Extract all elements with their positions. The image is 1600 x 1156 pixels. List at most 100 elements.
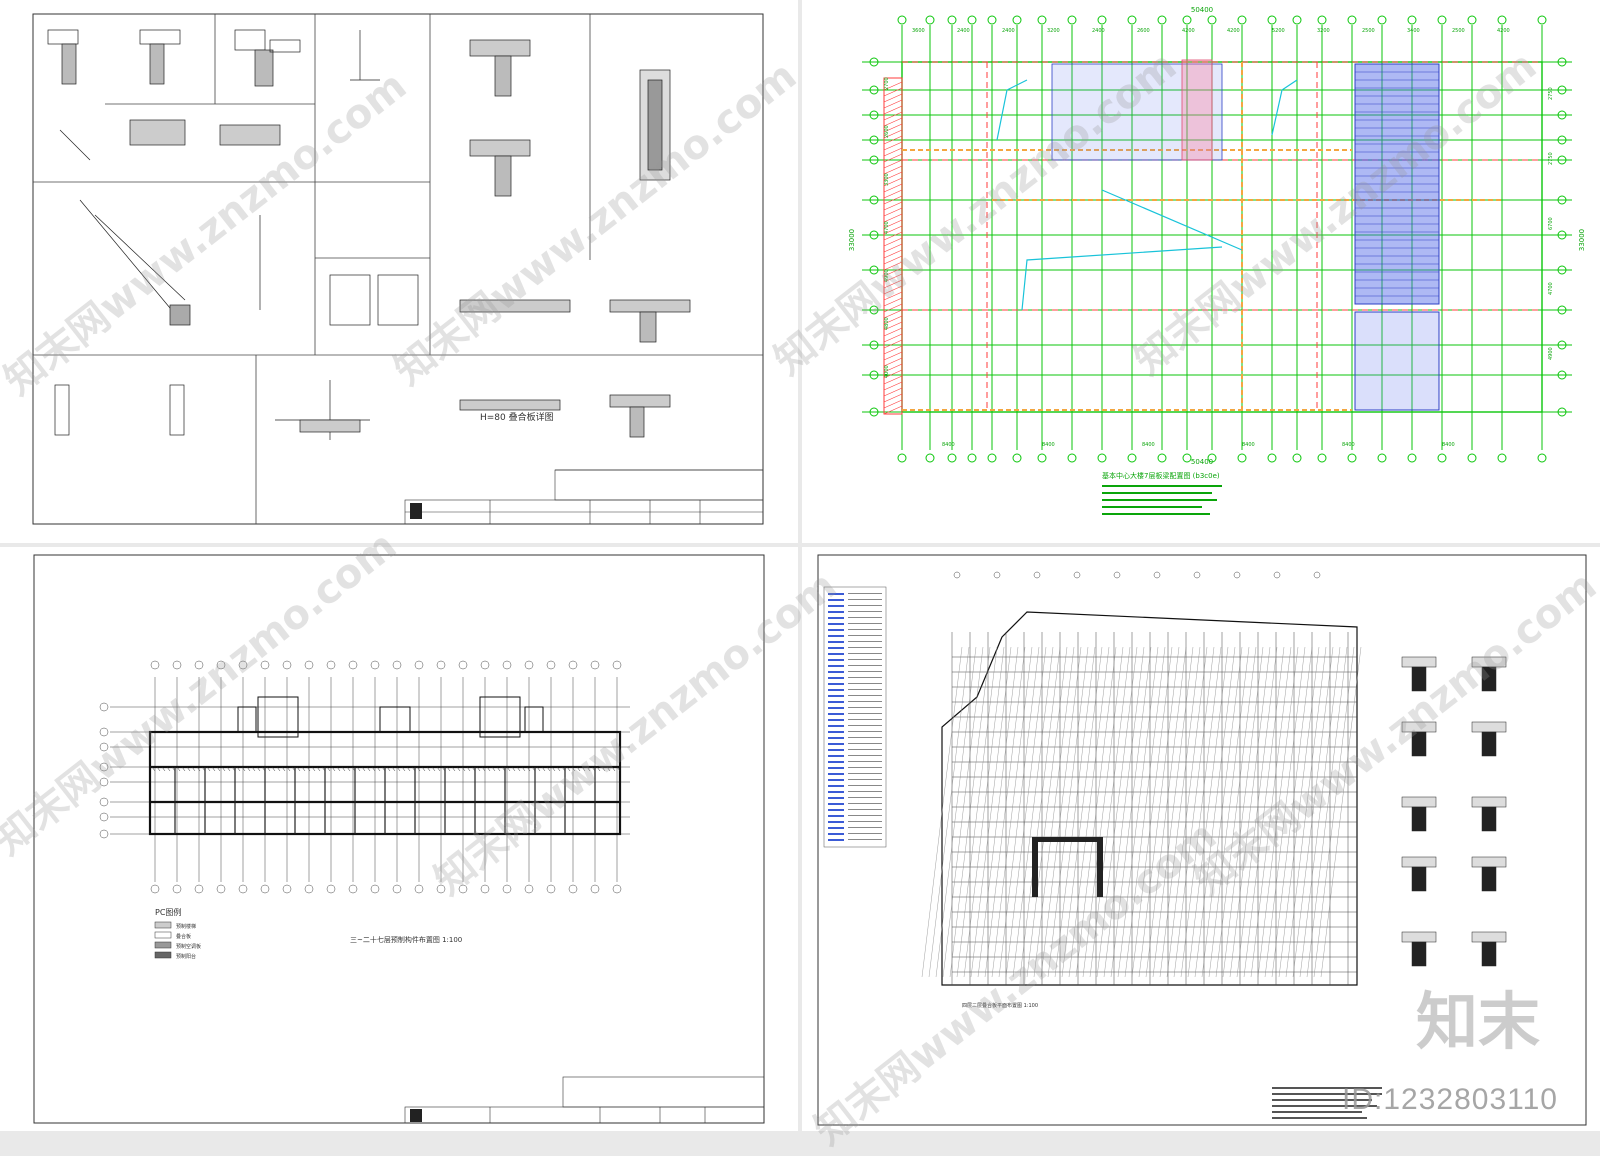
- watermark-logo: 知末: [1415, 985, 1540, 1058]
- axis-bubble: [967, 453, 977, 463]
- hatch-line: [1047, 646, 1089, 978]
- hatch-line: [956, 646, 998, 978]
- hatch-line: [883, 249, 903, 259]
- axis-bubble: [260, 884, 270, 894]
- precast-slab-zone: [1051, 59, 1440, 411]
- axis-bubble: [1557, 370, 1567, 380]
- slab-hatch: [366, 766, 371, 772]
- axis-bubble: [869, 340, 879, 350]
- axis-bubble: [869, 230, 879, 240]
- hatch-line: [883, 243, 903, 253]
- schedule-row: [848, 743, 882, 744]
- dim-label: 2400: [1092, 28, 1105, 34]
- hatch-line: [883, 303, 903, 313]
- schedule-row: [848, 605, 882, 606]
- slab-hatch: [451, 766, 456, 772]
- slab-hatch: [321, 766, 326, 772]
- axis-bubble: [1273, 571, 1281, 579]
- axis-bubble: [869, 407, 879, 417]
- schedule-row: [848, 611, 882, 612]
- slab-layout-panel: 四层二层叠合板平面布置图 1:100: [802, 547, 1600, 1131]
- slab-hatch: [241, 766, 246, 772]
- slab-hatch: [336, 766, 341, 772]
- slab-hatch: [461, 766, 466, 772]
- schedule-row: [848, 803, 882, 804]
- hatch-line: [883, 261, 903, 271]
- axis-bubble: [1207, 15, 1217, 25]
- hatch-line: [1278, 646, 1320, 978]
- hatch-line: [883, 135, 903, 145]
- dim-label: 8400: [1442, 442, 1455, 448]
- hatch-line: [1145, 646, 1187, 978]
- slab-hatch: [311, 766, 316, 772]
- axis-bubble: [1317, 453, 1327, 463]
- hatch-line: [991, 646, 1033, 978]
- axis-bubble: [590, 884, 600, 894]
- dim-label: 2500: [1452, 28, 1465, 34]
- axis-bubble: [947, 15, 957, 25]
- hatch-line: [1082, 646, 1124, 978]
- schedule-row: [828, 689, 844, 691]
- axis-bubble: [1033, 571, 1041, 579]
- plan-title: 四层二层叠合板平面布置图 1:100: [962, 1002, 1038, 1009]
- slab-hatch: [266, 766, 271, 772]
- axis-bubble: [414, 660, 424, 670]
- hatch-line: [883, 183, 903, 193]
- axis-bubble: [1292, 15, 1302, 25]
- axis-bubble: [1557, 305, 1567, 315]
- residential-plan-panel: PC图例 预制楼梯 叠合板 预制空调板 预制阳台 三~二十七层预制构件布置图 1…: [0, 547, 798, 1131]
- schedule-row: [848, 641, 882, 642]
- schedule-row: [848, 653, 882, 654]
- slab-hatch: [586, 766, 591, 772]
- dim-label: 4900: [884, 269, 890, 282]
- axis-bubble: [502, 660, 512, 670]
- slab-hatch: [466, 766, 471, 772]
- slab-hatch: [591, 766, 596, 772]
- dim-label: 3200: [1047, 28, 1060, 34]
- schedule-row: [828, 797, 844, 799]
- schedule-row: [848, 659, 882, 660]
- axis-bubble: [1497, 453, 1507, 463]
- hatch-line: [883, 213, 903, 223]
- axis-bubble: [1407, 453, 1417, 463]
- hatch-line: [883, 315, 903, 325]
- axis-bubble: [194, 660, 204, 670]
- schedule-row: [828, 755, 844, 757]
- schedule-row: [848, 719, 882, 720]
- axis-bubble: [1127, 453, 1137, 463]
- dim-label: 2700: [884, 77, 890, 90]
- hatch-line: [1173, 646, 1215, 978]
- axis-bubble: [1467, 15, 1477, 25]
- floor-outline: [941, 611, 1358, 986]
- hatch-line: [883, 87, 903, 97]
- slab-hatch: [301, 766, 306, 772]
- slab-hatch: [516, 766, 521, 772]
- slab-hatch: [506, 766, 511, 772]
- slab-hatch: [176, 766, 181, 772]
- hatch-line: [1229, 646, 1271, 978]
- overall-dim-top: 50400: [1191, 6, 1213, 14]
- hatched-wall-strip: [883, 77, 903, 415]
- hatch-line: [883, 237, 903, 247]
- schedule-row: [848, 839, 882, 840]
- axis-bubble: [150, 884, 160, 894]
- slab-hatch: [341, 766, 346, 772]
- slab-hatch: [481, 766, 486, 772]
- dim-label: 8400: [1242, 442, 1255, 448]
- axis-bubble: [238, 884, 248, 894]
- axis-bubble: [1347, 15, 1357, 25]
- schedule-row: [848, 671, 882, 672]
- hatch-line: [1061, 646, 1103, 978]
- section-detail: [1471, 856, 1507, 868]
- hatch-line: [970, 646, 1012, 978]
- axis-bubble: [1557, 110, 1567, 120]
- hatch-line: [1026, 646, 1068, 978]
- slab-hatch: [471, 766, 476, 772]
- stair-cores: [237, 696, 544, 738]
- hatch-line: [1089, 646, 1131, 978]
- axis-bubble: [869, 155, 879, 165]
- hatch-line: [883, 255, 903, 265]
- detail-sheet-drawing: H=80 叠合板详图: [32, 13, 764, 525]
- hatch-line: [883, 225, 903, 235]
- core-walls: [1032, 837, 1103, 897]
